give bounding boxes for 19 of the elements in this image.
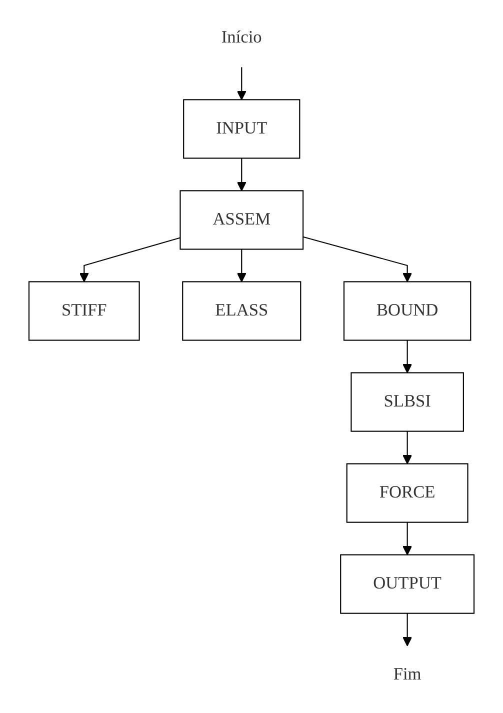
- arrow: [79, 237, 180, 282]
- node-box: INPUT: [183, 99, 300, 159]
- node-box: ELASS: [182, 281, 302, 341]
- node-box: BOUND: [343, 281, 472, 341]
- arrow: [236, 67, 246, 100]
- arrow: [236, 249, 246, 282]
- arrow: [236, 158, 246, 192]
- arrow: [402, 431, 412, 464]
- node-box: SLBSI: [350, 372, 464, 432]
- node-box: STIFF: [28, 281, 140, 341]
- arrow: [402, 340, 412, 374]
- node-box: FORCE: [346, 463, 468, 523]
- node-text: Fim: [393, 665, 422, 684]
- node-text: Início: [221, 28, 262, 47]
- arrow: [402, 613, 412, 646]
- node-box: OUTPUT: [340, 554, 475, 614]
- arrow: [302, 236, 412, 282]
- node-box: ASSEM: [180, 190, 304, 250]
- arrow: [402, 522, 412, 556]
